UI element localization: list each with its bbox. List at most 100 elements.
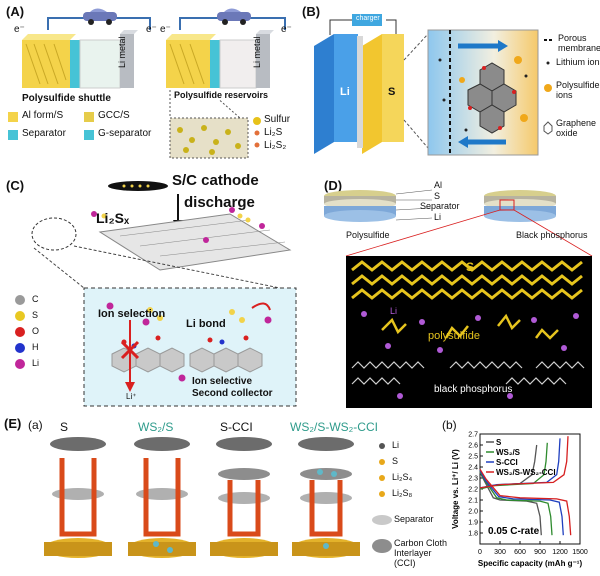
car-icon [217, 8, 251, 25]
shuttle-label: Polysulfide shuttle [22, 93, 111, 104]
plot-area [479, 433, 581, 545]
electron-label: e⁻ [160, 24, 171, 35]
cell-ws2-s-ws2-cci [292, 437, 360, 558]
panel-a: (A) [0, 0, 296, 166]
col-label-ws2-cci: WS₂/S-WS₂-CCI [290, 420, 378, 434]
y-tick-label: 2.5 [468, 454, 478, 461]
li2s-swatch [254, 130, 260, 136]
electron-label: e⁻ [281, 24, 292, 35]
legend-al-form: Al form/S [22, 110, 64, 121]
legend-s: S [32, 310, 39, 320]
legend-o: O [32, 326, 40, 336]
electron-label: e⁻ [14, 24, 25, 35]
legend-h: H [32, 342, 39, 352]
series-line-charge [479, 436, 569, 489]
cell-ws2-s [128, 437, 196, 558]
s-label: S [434, 191, 441, 201]
legend-separator: Separator [22, 128, 66, 139]
sulfur-swatch [253, 117, 261, 125]
x-tick-label: 0 [478, 549, 482, 556]
car-icon [83, 8, 117, 25]
inset-polysulfide-label: polysulfide [428, 330, 480, 342]
legend-li2s: Li₂S [264, 127, 283, 138]
series-line-discharge [479, 471, 553, 536]
y-tick-label: 2.0 [468, 509, 478, 516]
col-label-ws2-s: WS₂/S [138, 420, 174, 434]
x-tick-label: 1500 [572, 549, 588, 556]
discharge-label: discharge [184, 194, 255, 211]
li-metal-label: Li metal [252, 36, 262, 68]
panel-e-sub-b: (b) [442, 418, 457, 432]
cell-s [44, 437, 112, 558]
legend-e-li: Li [392, 440, 400, 450]
separator-swatch [8, 130, 18, 140]
y-tick-label: 2.7 [468, 432, 478, 439]
inset-black-phosphorus-label: black phosphorus [434, 384, 513, 395]
panel-c-graphic [15, 181, 297, 407]
panel-d-graphic [324, 189, 593, 408]
panel-c: (C) [0, 170, 300, 412]
panel-b-graphic [314, 14, 554, 156]
legend-e-s: S [392, 456, 399, 466]
legend-entry: S-CCI [496, 458, 518, 467]
legend-li: Li [32, 358, 40, 368]
legend-li2s2: Li₂S₂ [264, 140, 287, 151]
panel-c-label: (C) [6, 178, 25, 193]
panel-a-graphic [8, 8, 286, 159]
y-axis-label: Voltage vs. Li⁺/ Li (V) [451, 449, 460, 529]
li-metal-label: Li metal [117, 36, 127, 68]
black-phosphorus-label: Black phosphorus [516, 230, 588, 240]
panel-a-label: (A) [6, 4, 25, 19]
inset-li-label: Li [390, 306, 398, 316]
legend-entry: S [496, 438, 502, 447]
legend-gcc: GCC/S [98, 110, 130, 121]
legend-membrane: Porous membrane [558, 33, 600, 53]
charger-box [352, 14, 382, 26]
g-separator-swatch [84, 130, 94, 140]
series-line-discharge [479, 469, 564, 536]
x-tick-label: 1200 [552, 549, 568, 556]
y-tick-label: 2.2 [468, 487, 478, 494]
legend-e-li2s8: Li₂S₈ [392, 488, 413, 498]
panel-e-sub-a: (a) [28, 418, 43, 432]
legend-g-separator: G-separator [98, 128, 152, 139]
lisx-label: Li₂Sₓ [96, 210, 130, 226]
al-form-swatch [8, 112, 18, 122]
li-plus-label: Li⁺ [126, 392, 137, 401]
legend-polysulfide: Polysulfide ions [556, 80, 600, 100]
legend-sulfur: Sulfur [264, 114, 291, 125]
legend-entry: WS₂/S-WS₂-CCI [496, 468, 556, 477]
reservoirs-label: Polysulfide reservoirs [174, 90, 269, 100]
al-label: Al [434, 180, 443, 190]
panel-e: (E) (a) (b) [0, 414, 600, 576]
col-label-s: S [60, 420, 69, 434]
li-bond-label: Li bond [186, 318, 226, 330]
x-tick-label: 600 [514, 549, 526, 556]
panel-d-label: (D) [324, 178, 343, 193]
col-label-s-cci: S-CCI [220, 420, 253, 434]
gcc-swatch [84, 112, 94, 122]
legend-e-separator: Separator [394, 514, 434, 524]
y-tick-label: 1.8 [468, 531, 478, 538]
inset-s-label: S [466, 260, 475, 274]
panel-d: (D) [300, 170, 600, 412]
legend-entry: WS₂/S [496, 448, 521, 457]
panel-b-label: (B) [302, 4, 321, 19]
y-tick-label: 1.9 [468, 520, 478, 527]
cell-s-cci [210, 437, 278, 558]
cathode-label: S/C cathode [172, 172, 259, 189]
y-tick-label: 2.4 [468, 465, 478, 472]
x-tick-label: 900 [534, 549, 546, 556]
electron-label: e⁻ [146, 24, 157, 35]
s-electrode-label: S [388, 86, 396, 98]
series-line-discharge [479, 468, 572, 536]
legend-lithium: Lithium ions [556, 57, 600, 67]
li-label: Li [434, 212, 442, 222]
panel-e-label: (E) [4, 416, 22, 431]
li2s2-swatch [254, 142, 260, 148]
ion-selection-label: Ion selection [98, 308, 166, 320]
legend-graphene: Graphene oxide [556, 118, 597, 138]
y-tick-label: 2.6 [468, 443, 478, 450]
li-electrode-label: Li [340, 86, 350, 98]
